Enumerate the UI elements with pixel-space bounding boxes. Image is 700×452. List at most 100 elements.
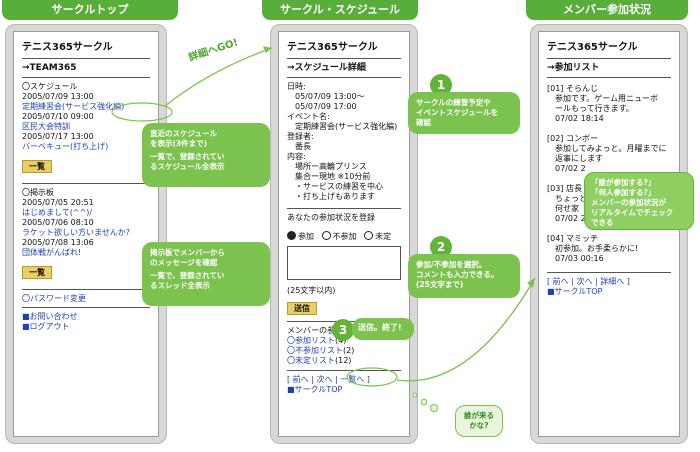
send-button[interactable]: 送信 xyxy=(287,302,317,315)
schedule-link[interactable]: 定期練習会(サービス強化編) xyxy=(22,102,125,111)
board-link[interactable]: 団体戦がんばれ! xyxy=(22,248,82,257)
content-line: ・打ち上げもあります xyxy=(295,192,375,201)
radio-dot-icon xyxy=(287,231,296,240)
divider xyxy=(547,77,671,78)
callout-line: メンバーの参加状況が xyxy=(591,198,666,207)
attendance-radio-group: 参加 不参加 未定 xyxy=(287,231,401,242)
circle-top-link[interactable]: ■サークルTOP xyxy=(547,287,603,296)
callout-line: 確認 xyxy=(416,118,431,127)
arrow-to-detail xyxy=(164,47,273,107)
radio-undecided[interactable]: 未定 xyxy=(364,231,391,241)
board-list-button[interactable]: 一覧 xyxy=(22,266,52,279)
entry-id: [04] マミッチ xyxy=(547,234,598,243)
list-item: [01] そらんじ 参加です。ゲーム用ニューボ ールもって行きます。 07/02… xyxy=(547,84,671,124)
highlight-ellipse xyxy=(111,102,173,122)
phone-frame-schedule: テニス365サークル →スケジュール詳細 日時: 05/07/09 13:00〜… xyxy=(270,24,418,444)
link-count: (12) xyxy=(335,356,352,365)
callout-line: 参加/不参加を選択。 xyxy=(416,260,487,269)
schedule-link[interactable]: 区民大会特訓 xyxy=(22,122,70,131)
board-date: 2005/07/05 20:51 xyxy=(22,198,94,207)
board-link[interactable]: ラケット欲しい方いませんか? xyxy=(22,228,131,237)
schedule-list-button[interactable]: 一覧 xyxy=(22,160,52,173)
password-change-link[interactable]: 〇パスワード変更 xyxy=(22,294,86,303)
callout-line: を表示(3件まで) xyxy=(150,139,208,148)
logout-link[interactable]: ■ログアウト xyxy=(22,322,70,331)
page-title: テニス365サークル xyxy=(22,42,113,53)
divider xyxy=(287,58,401,59)
board-link[interactable]: はじめまして(^^)/ xyxy=(22,208,93,217)
list-item: [03] 店長 ちょっと 何せ家 07/02 2 xyxy=(547,184,671,224)
radio-label: 不参加 xyxy=(332,232,357,241)
entry-date: 07/03 00:16 xyxy=(555,254,604,263)
callout-realtime: 「誰が参加する?」 「何人参加する?」 メンバーの参加状況が リアルタイムでチェ… xyxy=(584,172,694,230)
contact-link[interactable]: ■お問い合わせ xyxy=(22,312,78,321)
entry-text: ールもって行きます。 xyxy=(555,104,634,113)
callout-line: 直近のスケジュール xyxy=(150,129,217,138)
bubble-line: 誰が来る xyxy=(464,411,494,420)
content-line: 場所ー高輪プリンス xyxy=(295,162,367,171)
header-circle-schedule: サークル・スケジュール xyxy=(262,0,418,20)
callout-step-2: 参加/不参加を選択。 コメントも入力できる。 (25文字まで) xyxy=(408,254,520,298)
circle-top-link[interactable]: ■サークルTOP xyxy=(287,385,343,394)
callout-line: 掲示板でメンバーから xyxy=(150,248,225,257)
page-title: テニス365サークル xyxy=(547,42,638,53)
callout-line: サークルの練習予定や xyxy=(416,98,491,107)
date-to: 05/07/09 17:00 xyxy=(295,102,357,111)
radio-not-attend[interactable]: 不参加 xyxy=(321,231,357,241)
thought-dot xyxy=(420,398,428,406)
entry-text: 返事にします xyxy=(555,154,603,163)
callout-step-3: 送信。終了! xyxy=(352,318,414,340)
divider xyxy=(287,77,401,78)
entry-text: 参加してみよっと。月曜までに xyxy=(555,144,667,153)
date-label: 日時: xyxy=(287,82,306,91)
callout-line: リアルタイムでチェック xyxy=(591,208,674,217)
radio-dot-icon xyxy=(321,231,331,240)
pager-nav[interactable]: [ 前へ | 次へ | 一覧へ ] xyxy=(287,375,370,384)
schedule-link[interactable]: バーベキュー(打ち上げ) xyxy=(22,142,109,151)
callout-line: 「誰が参加する?」 xyxy=(591,178,656,187)
entry-text: 参加です。ゲーム用ニューボ xyxy=(555,94,658,103)
divider xyxy=(22,307,150,308)
comment-textarea[interactable] xyxy=(287,246,401,280)
link-count: (2) xyxy=(343,346,355,355)
list-item: [04] マミッチ 初参加。お手柔らかに! 07/03 00:16 xyxy=(547,234,671,264)
callout-line: イベントスケジュールを xyxy=(416,108,498,117)
thought-dot xyxy=(412,392,418,398)
phone-frame-member-status: テニス365サークル →参加リスト [01] そらんじ 参加です。ゲーム用ニュー… xyxy=(530,24,688,444)
content-line: ・サービスの練習を中心 xyxy=(295,182,383,191)
header-member-status: メンバー参加状況 xyxy=(526,0,688,20)
who-comes-bubble: 誰が来る かな? xyxy=(455,405,503,437)
entry-date: 07/02 2 xyxy=(555,214,586,223)
callout-step-1: サークルの練習予定や イベントスケジュールを 確認 xyxy=(408,92,520,134)
callout-line: 一覧で、登録されてい xyxy=(150,152,225,161)
team-link[interactable]: →TEAM365 xyxy=(22,63,77,73)
pager-nav[interactable]: [ 前へ | 次へ | 詳細へ ] xyxy=(547,277,630,286)
undecided-list-link[interactable]: 〇未定リスト(12) xyxy=(287,356,401,366)
arrowhead-icon xyxy=(263,46,272,53)
event-label: イベント名: xyxy=(287,112,330,121)
entry-id: [02] コンボー xyxy=(547,134,598,143)
divider xyxy=(22,289,150,290)
radio-attend[interactable]: 参加 xyxy=(287,231,314,241)
bubble-text: 誰が来る かな? xyxy=(456,411,502,431)
char-limit-note: (25文字以内) xyxy=(287,286,336,295)
divider xyxy=(547,58,671,59)
registrant-label: 登録者: xyxy=(287,132,314,141)
content-line: 集合ー現地 ※10分前 xyxy=(295,172,371,181)
thought-dot xyxy=(430,404,438,412)
entry-text: 何せ家 xyxy=(555,204,579,213)
divider xyxy=(22,58,150,59)
arrow-to-member-list xyxy=(396,277,536,382)
schedule-date: 2005/07/10 09:00 xyxy=(22,112,94,121)
list-item: [02] コンボー 参加してみよっと。月曜までに 返事にします 07/02 2 xyxy=(547,134,671,174)
callout-line: るスケジュール全表示 xyxy=(150,162,225,171)
not-attend-list-link[interactable]: 〇不参加リスト(2) xyxy=(287,346,401,356)
callout-line: できる xyxy=(591,218,614,227)
divider xyxy=(547,272,671,273)
link-label: 〇参加リスト xyxy=(287,336,335,345)
entry-id: [03] 店長 xyxy=(547,184,582,193)
callout-schedule: 直近のスケジュール を表示(3件まで) 一覧で、登録されてい るスケジュール全表… xyxy=(142,123,270,187)
page-title: テニス365サークル xyxy=(287,42,378,53)
schedule-date: 2005/07/17 13:00 xyxy=(22,132,94,141)
callout-line: コメントも入力できる。 xyxy=(416,270,499,279)
